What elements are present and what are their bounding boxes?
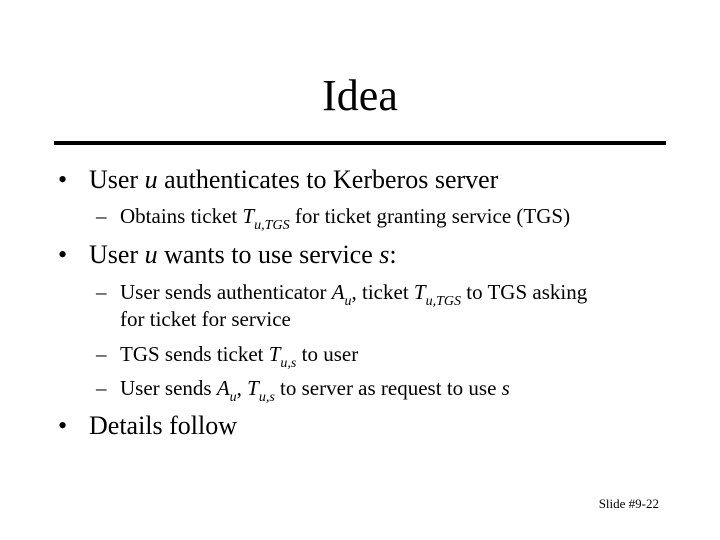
sub-bullet-text: for ticket granting service (TGS)	[289, 204, 571, 228]
subscript: u	[229, 390, 237, 405]
sub-bullet-text: User sends	[120, 376, 217, 400]
sub-bullet-text: , ticket	[351, 280, 414, 304]
sub-bullet-text: s	[501, 376, 510, 400]
sub-bullet-item: – Obtains ticket Tu,TGS for ticket grant…	[96, 203, 571, 233]
subscript: u,TGS	[254, 218, 290, 233]
page-title: Idea	[322, 71, 398, 120]
sub-bullet-text: User sends authenticator	[120, 280, 332, 304]
bullet-text: Details follow	[89, 411, 238, 440]
bullet-marker: •	[58, 411, 68, 440]
bullet-marker: •	[58, 165, 68, 194]
bullet-item: • User u wants to use service s:	[58, 240, 397, 270]
sub-bullet-text: to TGS asking	[461, 280, 588, 304]
sub-bullet-text: for ticket for service	[120, 307, 291, 331]
sub-bullet-text: T	[242, 204, 255, 228]
dash-marker: –	[96, 342, 107, 366]
sub-bullet-text: A	[331, 280, 345, 304]
bullet-text: authenticates to Kerberos server	[157, 165, 499, 194]
bullet-marker: •	[58, 240, 68, 269]
bullet-text: wants to use service	[157, 240, 380, 269]
title-divider	[54, 141, 666, 145]
sub-bullet-text: A	[216, 376, 230, 400]
sub-bullet-text: TGS sends ticket	[120, 342, 269, 366]
dash-marker: –	[96, 376, 107, 400]
bullet-text: u	[144, 240, 158, 269]
subscript: u,s	[258, 390, 275, 405]
sub-bullet-text: T	[247, 376, 259, 400]
slide-number: Slide #9-22	[598, 496, 659, 511]
subscript: u,s	[280, 356, 297, 371]
bullet-text: User	[89, 165, 145, 194]
sub-bullet-item: – TGS sends ticket Tu,s to user	[96, 341, 359, 371]
subscript: u	[344, 294, 352, 309]
sub-bullet-text: Obtains ticket	[120, 204, 243, 228]
sub-bullet-text: to server as request to use	[274, 376, 502, 400]
sub-bullet-text: ,	[236, 376, 248, 400]
sub-bullet-item: – User sends Au, Tu,s to server as reque…	[96, 375, 510, 405]
dash-marker: –	[96, 204, 107, 228]
bullet-item: • Details follow	[58, 411, 238, 441]
sub-bullet-continuation: for ticket for service	[120, 306, 291, 333]
subscript: u,TGS	[425, 294, 462, 309]
bullet-text: u	[144, 165, 158, 194]
sub-bullet-item: – User sends authenticator Au, ticket Tu…	[96, 279, 588, 309]
dash-marker: –	[96, 280, 107, 304]
sub-bullet-text: T	[268, 342, 281, 366]
bullet-text: User	[89, 240, 145, 269]
bullet-text: s	[379, 240, 390, 269]
bullet-text: :	[389, 240, 397, 269]
sub-bullet-text: to user	[296, 342, 359, 366]
sub-bullet-text: T	[413, 280, 426, 304]
bullet-item: • User u authenticates to Kerberos serve…	[58, 165, 499, 195]
